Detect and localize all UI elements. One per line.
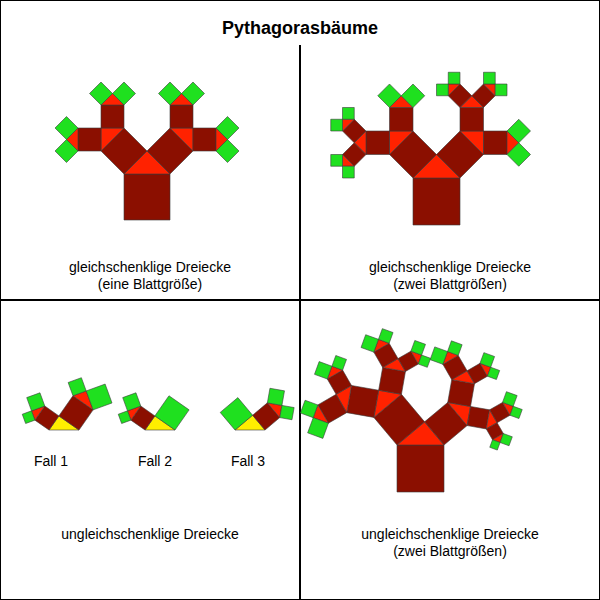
leaf-square <box>490 440 500 450</box>
leaf-square <box>503 392 518 407</box>
branch-square <box>366 131 390 155</box>
leaf-square <box>216 140 239 163</box>
leaf-square <box>267 388 284 405</box>
branch-square <box>472 84 496 108</box>
leaf-square <box>86 384 112 410</box>
branch-square <box>467 406 490 428</box>
panel-caption: gleichschenklige Dreiecke (eine Blattgrö… <box>55 259 245 293</box>
case-label: Fall 1 <box>34 453 68 470</box>
leaf-square <box>448 341 463 356</box>
leaf-square <box>216 117 239 140</box>
branch-triangle <box>343 119 355 131</box>
diagram-title: Pythagorasbäume <box>222 17 378 39</box>
branch-triangle <box>484 84 496 96</box>
leaf-square <box>155 396 189 430</box>
leaf-square <box>500 434 512 446</box>
leaf-square <box>343 166 355 178</box>
branch-square <box>343 143 367 167</box>
branch-square <box>193 128 216 151</box>
branch-square <box>347 385 379 417</box>
leaf-square <box>300 400 317 417</box>
leaf-square <box>315 362 332 379</box>
label-holder: Fall 2 <box>138 453 172 470</box>
leaf-square <box>159 82 182 105</box>
leaf-square <box>495 84 507 96</box>
leaf-square <box>280 405 294 419</box>
leaf-square <box>507 119 531 143</box>
leaf-square <box>220 398 252 430</box>
leaf-square <box>331 119 343 131</box>
leaf-square <box>308 418 329 439</box>
leaf-square <box>484 72 496 84</box>
leaf-square <box>27 393 45 411</box>
leaf-square <box>343 108 355 120</box>
branch-square <box>484 131 508 155</box>
panel-caption: ungleichschenklige Dreiecke (zwei Blattg… <box>355 526 545 560</box>
branch-square <box>390 108 414 132</box>
branch-square <box>343 119 367 143</box>
branch-square <box>397 445 444 492</box>
label-holder: Fall 1 <box>34 453 68 470</box>
leaf-square <box>480 353 495 368</box>
branch-triangle <box>448 84 460 96</box>
branch-triangle <box>390 131 414 155</box>
branch-square <box>413 178 460 225</box>
leaf-square <box>68 378 86 396</box>
label-holder: ungleichschenklige Dreiecke <box>55 526 245 543</box>
branch-square <box>448 84 472 108</box>
label-holder: gleichschenklige Dreiecke (zwei Blattgrö… <box>355 259 545 293</box>
leaf-square <box>182 82 205 105</box>
leaf-square <box>361 335 378 352</box>
leaf-square <box>378 329 393 344</box>
leaf-square <box>123 393 141 411</box>
branch-square <box>460 108 484 132</box>
leaf-square <box>113 82 136 105</box>
leaf-square <box>378 84 402 108</box>
leaf-square <box>448 72 460 84</box>
leaf-square <box>411 340 426 355</box>
branch-triangle <box>101 128 124 151</box>
leaf-square <box>331 155 343 167</box>
branch-square <box>101 105 124 128</box>
leaf-square <box>332 356 347 371</box>
branch-square <box>390 131 437 178</box>
leaf-square <box>418 355 430 367</box>
label-holder: gleichschenklige Dreiecke (eine Blattgrö… <box>55 259 245 293</box>
branch-triangle <box>460 131 484 155</box>
panel-caption: gleichschenklige Dreiecke (zwei Blattgrö… <box>355 259 545 293</box>
leaf-square <box>510 406 522 418</box>
branch-square <box>78 128 101 151</box>
leaf-square <box>487 367 499 379</box>
label-holder: Fall 3 <box>231 453 265 470</box>
leaf-square <box>430 347 447 364</box>
branch-square <box>437 131 484 178</box>
leaf-square <box>22 411 35 424</box>
branch-triangle <box>170 128 193 151</box>
branch-square <box>448 380 475 407</box>
case-label: Fall 2 <box>138 453 172 470</box>
branch-triangle <box>343 155 355 167</box>
leaf-square <box>55 117 78 140</box>
label-holder: ungleichschenklige Dreiecke (zwei Blattg… <box>355 526 545 560</box>
branch-square <box>101 128 147 174</box>
panel-divider <box>299 45 301 600</box>
branch-square <box>147 128 193 174</box>
panel-caption: ungleichschenklige Dreiecke <box>55 526 245 543</box>
leaf-square <box>118 411 131 424</box>
leaf-square <box>437 84 449 96</box>
branch-square <box>124 174 170 220</box>
title-holder: Pythagorasbäume <box>222 17 378 39</box>
leaf-square <box>90 82 113 105</box>
leaf-square <box>55 140 78 163</box>
branch-square <box>379 367 406 394</box>
branch-square <box>170 105 193 128</box>
case-label: Fall 3 <box>231 453 265 470</box>
leaf-square <box>507 143 531 167</box>
leaf-square <box>401 84 425 108</box>
